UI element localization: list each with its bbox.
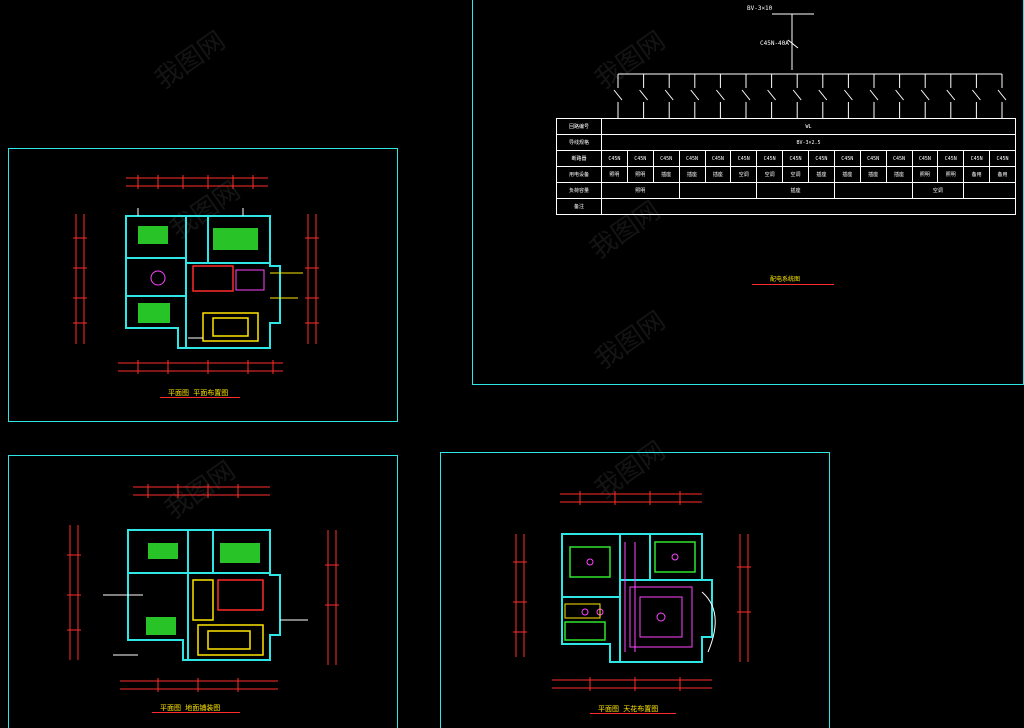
cell: 空调 xyxy=(756,166,784,183)
branch-circuit xyxy=(818,74,828,118)
branch-circuit xyxy=(792,74,802,118)
cell: 插座 xyxy=(859,166,887,183)
cell: 照明 xyxy=(626,166,654,183)
branch-circuit xyxy=(920,74,930,118)
cell xyxy=(601,198,1016,215)
watermark: 我图网 xyxy=(149,25,231,96)
floor-plan-a[interactable] xyxy=(8,148,396,420)
cell: C45N xyxy=(859,150,887,167)
cell: WL xyxy=(601,118,1016,135)
cell: 插座 xyxy=(704,166,732,183)
row-label: 回路编号 xyxy=(556,118,602,135)
cell: C45N xyxy=(911,150,939,167)
cell: 空调 xyxy=(911,182,965,199)
plan-c-title: 平面图 天花布置图 xyxy=(598,705,659,713)
row-label: 用电设备 xyxy=(556,166,602,183)
drawing-sheet-plan-a[interactable] xyxy=(8,148,398,422)
cell: C45N xyxy=(833,150,861,167)
table-row: 回路编号 WL xyxy=(556,118,1016,135)
plan-c-title-underline xyxy=(590,713,676,714)
branch-circuit xyxy=(613,74,623,118)
branch-circuit xyxy=(767,74,776,118)
cell: 照明 xyxy=(601,182,680,199)
cell xyxy=(963,182,1016,199)
cell: 插座 xyxy=(678,166,706,183)
main-feed-label: BV-3×10 xyxy=(747,5,773,12)
row-label: 备注 xyxy=(556,198,602,215)
cell: C45N xyxy=(756,150,784,167)
cell: C45N xyxy=(989,150,1016,167)
row-label: 负荷容量 xyxy=(556,182,602,199)
table-row: 用电设备 照明照明插座插座插座空调空调空调插座插座插座插座照明照明备用备用 xyxy=(556,166,1016,183)
cell: C45N xyxy=(808,150,835,167)
cell: 备用 xyxy=(989,166,1016,183)
cell: C45N xyxy=(601,150,628,167)
cell: C45N xyxy=(626,150,654,167)
branch-circuit xyxy=(690,74,700,118)
branch-circuit xyxy=(639,74,648,118)
cell: C45N xyxy=(730,150,758,167)
cell: 备用 xyxy=(963,166,991,183)
plan-a-title: 平面图 平面布置图 xyxy=(168,389,229,397)
floor-plan-c[interactable] xyxy=(440,452,828,727)
branch-circuit xyxy=(716,74,725,118)
cell: 照明 xyxy=(601,166,628,183)
cell: C45N xyxy=(963,150,991,167)
cell: 插座 xyxy=(833,166,861,183)
branch-circuit xyxy=(972,74,981,118)
branch-circuit xyxy=(869,74,879,118)
floor-plan-b[interactable] xyxy=(8,455,396,727)
branch-circuit xyxy=(895,74,904,118)
cell: C45N xyxy=(652,150,680,167)
branch-circuit xyxy=(844,74,853,118)
cell: 照明 xyxy=(937,166,965,183)
drawing-sheet-plan-c[interactable] xyxy=(440,452,830,728)
cell: BV-3×2.5 xyxy=(601,134,1016,151)
drawing-sheet-plan-b[interactable] xyxy=(8,455,398,728)
cell: 插座 xyxy=(808,166,835,183)
row-label: 导线规格 xyxy=(556,134,602,151)
cell: 空调 xyxy=(782,166,809,183)
branch-circuit xyxy=(946,74,956,118)
cell: C45N xyxy=(885,150,913,167)
cell: C45N xyxy=(678,150,706,167)
table-row: 备注 xyxy=(556,198,1016,215)
cell: 插座 xyxy=(885,166,913,183)
row-label: 断路器 xyxy=(556,150,602,167)
plan-a-title-underline xyxy=(160,397,240,398)
table-row: 负荷容量 照明 插座 空调 xyxy=(556,182,1016,199)
cell xyxy=(833,182,913,199)
branch-circuit xyxy=(997,74,1007,118)
distribution-schematic[interactable] xyxy=(472,0,1022,384)
cell: 空调 xyxy=(730,166,758,183)
plan-b-title-underline xyxy=(152,712,240,713)
table-row: 导线规格 BV-3×2.5 xyxy=(556,134,1016,151)
cell: C45N xyxy=(937,150,965,167)
main-breaker-label: C45N-40A xyxy=(760,40,789,47)
schematic-title-underline xyxy=(752,284,834,285)
cell: C45N xyxy=(782,150,809,167)
branch-circuit xyxy=(741,74,751,118)
schematic-title: 配电系统图 xyxy=(770,276,801,283)
cell: 插座 xyxy=(756,182,835,199)
cell: 照明 xyxy=(911,166,939,183)
cell: 插座 xyxy=(652,166,680,183)
plan-b-title: 平面图 地面铺装图 xyxy=(160,704,221,712)
branch-circuit xyxy=(664,74,674,118)
cell: C45N xyxy=(704,150,732,167)
cell xyxy=(678,182,758,199)
